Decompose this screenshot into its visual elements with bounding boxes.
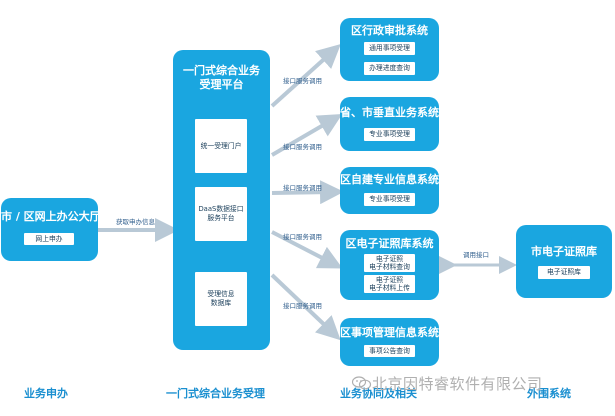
license-item-query: 电子证照 电子材料查询 (364, 254, 415, 272)
accept-db-item: 受理信息 数据库 (195, 272, 247, 326)
license-item-upload: 电子证照 电子材料上传 (364, 275, 415, 293)
vertical-item: 专业事项受理 (364, 128, 415, 141)
portal-item: 统一受理门户 (195, 119, 247, 173)
platform-title-line2: 受理平台 (199, 78, 244, 91)
matters-item: 事项公告查询 (364, 345, 415, 357)
edge-label-interface-1: 接口服务调用 (283, 77, 322, 85)
license-system-title: 区电子证照库系统 (345, 237, 434, 250)
vertical-system-box: 省、市垂直业务系统 专业事项受理 (340, 97, 439, 151)
accept-db-line2: 数据库 (210, 299, 232, 307)
arrow-to-matters (270, 273, 341, 341)
online-hall-title: 市 / 区网上办公大厅 (1, 210, 101, 223)
category-business-apply: 业务申办 (24, 387, 68, 400)
edge-label-call: 调用接口 (463, 251, 489, 259)
arrow-to-selfbuilt (271, 180, 344, 205)
category-external: 外围系统 (527, 387, 571, 400)
online-apply-item: 网上申办 (24, 233, 74, 245)
approval-item-general: 通用事项受理 (364, 42, 415, 55)
edge-label-interface-5: 接口服务调用 (283, 302, 322, 310)
edge-label-interface-3: 接口服务调用 (283, 184, 322, 192)
license-query-line2: 电子材料查询 (369, 263, 410, 271)
approval-item-progress: 办理进度查询 (364, 62, 415, 75)
license-query-line1: 电子证照 (375, 255, 404, 263)
daas-line1: DaaS数据接口 (198, 205, 244, 213)
city-license-item: 电子证照库 (538, 266, 590, 279)
city-license-box: 市电子证照库 电子证照库 (516, 225, 612, 298)
platform-box: 一门式综合业务 受理平台 统一受理门户 DaaS数据接口 服务平台 受理信息 数… (173, 50, 270, 350)
edge-label-interface-4: 接口服务调用 (283, 233, 322, 241)
edge-label-interface-2: 接口服务调用 (283, 143, 322, 151)
approval-system-box: 区行政审批系统 通用事项受理 办理进度查询 (340, 18, 439, 81)
license-upload-line1: 电子证照 (375, 276, 404, 284)
license-upload-line2: 电子材料上传 (369, 284, 410, 292)
online-hall-box: 市 / 区网上办公大厅 网上申办 (1, 198, 101, 261)
approval-system-title: 区行政审批系统 (351, 24, 428, 37)
selfbuilt-item: 专业事项受理 (364, 193, 415, 206)
selfbuilt-system-title: 区自建专业信息系统 (340, 173, 439, 186)
city-license-title: 市电子证照库 (531, 245, 597, 258)
watermark-text: 北京因特睿软件有限公司 (372, 375, 543, 393)
matters-system-title: 区事项管理信息系统 (340, 326, 439, 339)
platform-title-line1: 一门式综合业务 (183, 64, 260, 77)
category-coordination: 业务协同及相关 (340, 387, 417, 400)
vertical-system-title: 省、市垂直业务系统 (340, 106, 439, 119)
selfbuilt-system-box: 区自建专业信息系统 专业事项受理 (340, 167, 439, 214)
daas-item: DaaS数据接口 服务平台 (195, 187, 247, 241)
wechat-icon (352, 376, 372, 390)
license-system-box: 区电子证照库系统 电子证照 电子材料查询 电子证照 电子材料上传 (340, 230, 439, 300)
matters-system-box: 区事项管理信息系统 事项公告查询 (340, 318, 439, 366)
accept-db-line1: 受理信息 (207, 290, 235, 298)
edge-label-obtain: 获取申办信息 (116, 218, 155, 226)
arrow-to-license (271, 230, 343, 269)
category-integrated: 一门式综合业务受理 (166, 387, 265, 400)
arrow-to-vertical (270, 113, 343, 157)
daas-line2: 服务平台 (207, 214, 235, 222)
arrow-to-approval (270, 43, 341, 108)
